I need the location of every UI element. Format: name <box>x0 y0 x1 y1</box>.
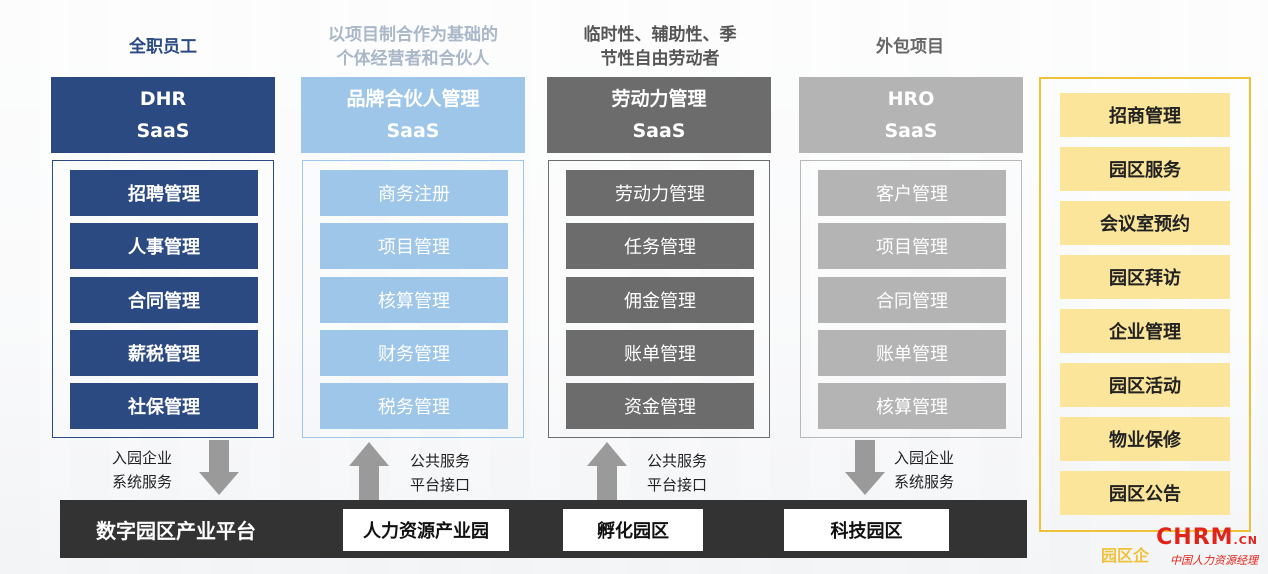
column-partner: 商务注册 项目管理 核算管理 财务管理 税务管理 <box>302 160 524 438</box>
platform-box-tech-park: 科技园区 <box>784 509 949 551</box>
logo-main-text: CHRM <box>1156 525 1234 550</box>
head-dhr-line1: DHR <box>139 88 187 110</box>
logo-sub-text: 中国人力资源经理 <box>1170 554 1258 567</box>
module-payroll-tax: 薪税管理 <box>70 330 258 376</box>
arrow-up-icon <box>587 442 627 500</box>
watermark-text: 园区企 <box>1101 546 1150 565</box>
park-item-meeting-room: 会议室预约 <box>1060 201 1230 245</box>
park-item-visit: 园区拜访 <box>1060 255 1230 299</box>
park-item-announcement: 园区公告 <box>1060 471 1230 515</box>
head-partner-line2: SaaS <box>386 120 440 142</box>
module-finance: 财务管理 <box>320 330 508 376</box>
head-hro-line1: HRO <box>887 88 935 110</box>
head-labor-saas: 劳动力管理 SaaS <box>547 77 771 153</box>
module-business-registration: 商务注册 <box>320 170 508 216</box>
module-funds: 资金管理 <box>566 383 754 429</box>
park-services-panel: 招商管理 园区服务 会议室预约 园区拜访 企业管理 园区活动 物业保修 园区公告 <box>1039 77 1251 532</box>
header-fulltime: 全职员工 <box>129 37 197 57</box>
head-dhr-line2: SaaS <box>136 120 190 142</box>
column-dhr: 招聘管理 人事管理 合同管理 薪税管理 社保管理 <box>52 160 274 438</box>
arrow-down-icon <box>845 440 885 495</box>
module-social-insurance: 社保管理 <box>70 383 258 429</box>
park-item-activities: 园区活动 <box>1060 363 1230 407</box>
module-personnel: 人事管理 <box>70 223 258 269</box>
arrow-down-icon <box>199 440 239 495</box>
park-item-investment: 招商管理 <box>1060 93 1230 137</box>
module-billing: 账单管理 <box>566 330 754 376</box>
module-accounting: 核算管理 <box>320 277 508 323</box>
module-billing: 账单管理 <box>818 330 1006 376</box>
arrow-label-public-api-2: 公共服务 平台接口 <box>647 452 708 494</box>
arrow-label-tenant-services-2: 入园企业 系统服务 <box>894 449 955 491</box>
column-hro: 客户管理 项目管理 合同管理 账单管理 核算管理 <box>800 160 1022 438</box>
chrm-logo: CHRM.CN 中国人力资源经理 <box>1156 527 1258 568</box>
module-accounting: 核算管理 <box>818 383 1006 429</box>
park-item-property-repair: 物业保修 <box>1060 417 1230 461</box>
logo-suffix-text: .CN <box>1233 534 1258 547</box>
module-tax: 税务管理 <box>320 383 508 429</box>
module-project: 项目管理 <box>818 223 1006 269</box>
arrow-label-tenant-services-1: 入园企业 系统服务 <box>112 449 173 491</box>
head-labor-line2: SaaS <box>632 120 686 142</box>
head-labor-line1: 劳动力管理 <box>611 88 707 110</box>
platform-label: 数字园区产业平台 <box>96 518 256 543</box>
module-project: 项目管理 <box>320 223 508 269</box>
module-customer: 客户管理 <box>818 170 1006 216</box>
head-partner-line1: 品牌合伙人管理 <box>346 88 480 110</box>
head-hro-saas: HRO SaaS <box>799 77 1023 153</box>
head-hro-line2: SaaS <box>884 120 938 142</box>
arrow-label-public-api-1: 公共服务 平台接口 <box>410 452 471 494</box>
park-item-services: 园区服务 <box>1060 147 1230 191</box>
header-freelancers: 临时性、辅助性、季 节性自由劳动者 <box>583 25 737 69</box>
module-task: 任务管理 <box>566 223 754 269</box>
module-commission: 佣金管理 <box>566 277 754 323</box>
module-recruitment: 招聘管理 <box>70 170 258 216</box>
park-item-enterprise: 企业管理 <box>1060 309 1230 353</box>
column-labor: 劳动力管理 任务管理 佣金管理 账单管理 资金管理 <box>548 160 770 438</box>
head-dhr-saas: DHR SaaS <box>51 77 275 153</box>
header-partners: 以项目制合作为基础的 个体经营者和合伙人 <box>328 25 498 69</box>
module-contract: 合同管理 <box>818 277 1006 323</box>
head-partner-saas: 品牌合伙人管理 SaaS <box>301 77 525 153</box>
module-workforce: 劳动力管理 <box>566 170 754 216</box>
platform-box-incubator-park: 孵化园区 <box>563 509 703 551</box>
platform-box-hr-industrial-park: 人力资源产业园 <box>343 509 509 551</box>
header-outsourcing: 外包项目 <box>876 37 944 57</box>
module-contract: 合同管理 <box>70 277 258 323</box>
arrow-up-icon <box>349 442 389 500</box>
